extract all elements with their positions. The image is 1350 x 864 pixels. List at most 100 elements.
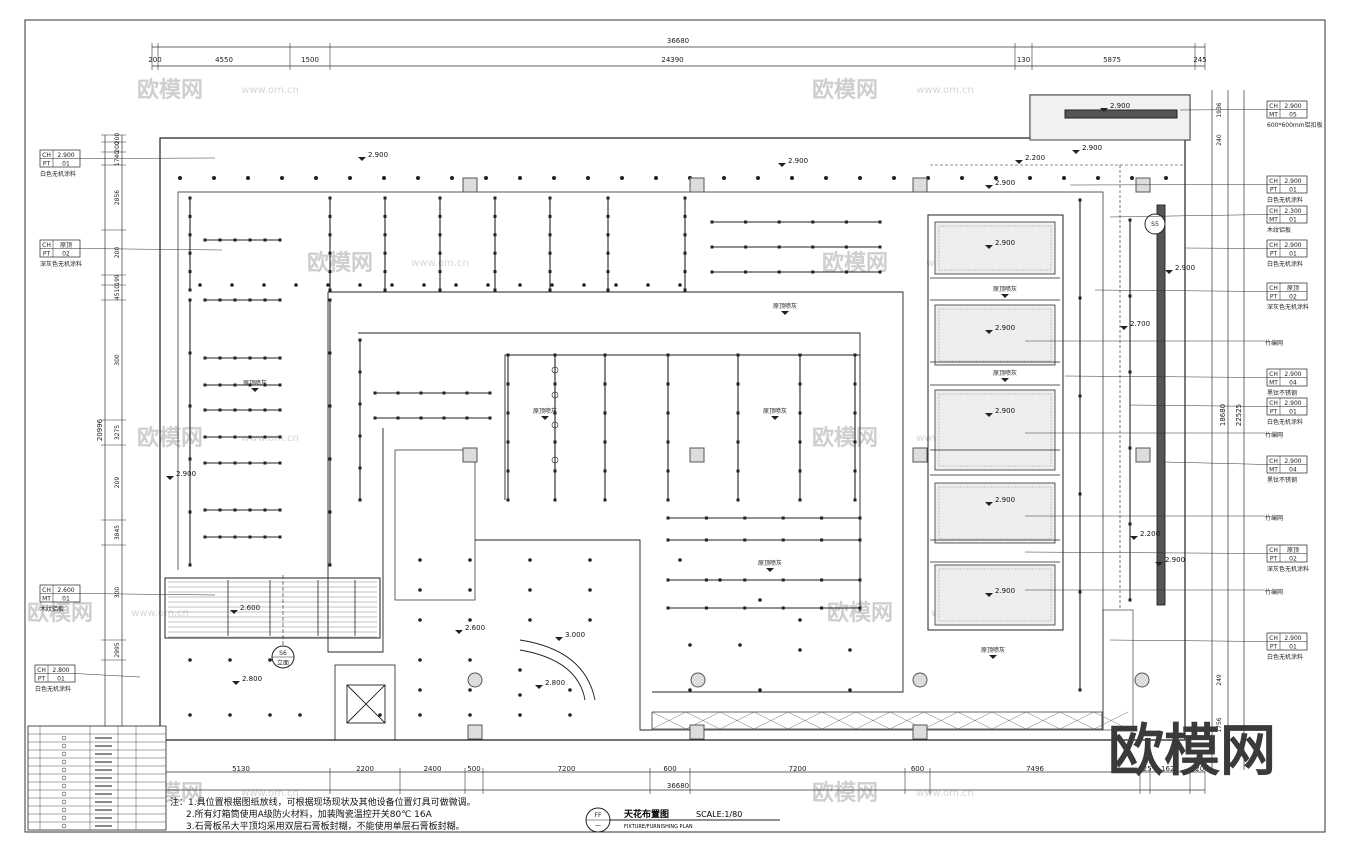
legend-symbol <box>61 743 67 749</box>
dimension-value: 199 <box>114 274 121 286</box>
tag-value: 2.800 <box>52 667 69 674</box>
rail-spot <box>188 563 192 567</box>
air-vent <box>689 724 705 740</box>
area-level-marker <box>781 311 789 315</box>
downlight <box>294 283 298 287</box>
tag-code: CH <box>1269 458 1278 465</box>
tag-leader <box>1164 461 1268 465</box>
downlight <box>892 176 896 180</box>
downlight <box>268 658 272 662</box>
rail-spot <box>383 251 387 255</box>
rail-spot <box>328 251 332 255</box>
downlight <box>468 558 472 562</box>
downlight <box>468 588 472 592</box>
rail-spot <box>493 270 497 274</box>
section-subtitle: 立面 <box>277 659 289 667</box>
tag-leader <box>74 673 141 678</box>
hatch-line <box>1025 711 1061 730</box>
rail-spot <box>218 408 222 412</box>
rail-spot <box>1128 218 1132 222</box>
rail-spot <box>358 466 362 470</box>
legend-symbol <box>61 783 67 789</box>
tag-value: 2.900 <box>1284 400 1301 407</box>
hatch-line <box>991 711 1027 730</box>
rail-spot <box>203 461 207 465</box>
tag-value: 原顶 <box>1287 285 1299 292</box>
downlight <box>550 283 554 287</box>
round-diffuser <box>912 672 928 688</box>
rail-spot <box>373 391 377 395</box>
downlight <box>468 688 472 692</box>
level-triangle <box>1015 160 1023 164</box>
downlight <box>654 176 658 180</box>
rail-spot <box>203 298 207 302</box>
downlight <box>1028 176 1032 180</box>
section-mark-s5: S5 <box>1144 213 1166 235</box>
downlight <box>198 283 202 287</box>
rail-spot <box>203 435 207 439</box>
mesh-pattern <box>938 486 1052 540</box>
rail-spot <box>188 298 192 302</box>
level-triangle <box>1155 562 1163 566</box>
tag-value: 02 <box>1289 556 1297 563</box>
downlight <box>418 713 422 717</box>
level-value: 3.000 <box>565 631 585 639</box>
level-value: 2.900 <box>995 179 1015 187</box>
downlight <box>422 283 426 287</box>
downlight <box>486 283 490 287</box>
rail-spot <box>603 440 607 444</box>
rail-spot <box>278 508 282 512</box>
rail-spot <box>218 535 222 539</box>
tag-value: 02 <box>62 251 70 258</box>
tag-value: 05 <box>1289 112 1297 119</box>
dimension-value: 600 <box>911 765 924 773</box>
level-triangle <box>985 413 993 417</box>
downlight <box>718 578 722 582</box>
downlight <box>798 648 802 652</box>
tag-leader <box>1179 109 1268 111</box>
rail-spot <box>666 578 670 582</box>
lighting-legend-table <box>27 725 167 831</box>
downlight <box>586 176 590 180</box>
rail-spot <box>263 508 267 512</box>
downlights <box>178 176 1168 740</box>
downlight <box>418 688 422 692</box>
rail-spot <box>263 356 267 360</box>
tag-code: MT <box>42 596 51 603</box>
rail-spot <box>328 214 332 218</box>
rail-spot <box>710 245 714 249</box>
tag-code: CH <box>1269 178 1278 185</box>
rail-spot <box>233 298 237 302</box>
rail-spot <box>506 353 510 357</box>
rail-spot <box>278 461 282 465</box>
rail-spot <box>278 535 282 539</box>
rail-spot <box>188 288 192 292</box>
rail-spot <box>188 404 192 408</box>
dimension-value: 200 <box>114 133 121 145</box>
rail-spot <box>666 516 670 520</box>
air-vent <box>467 724 483 740</box>
rail-spot <box>553 469 557 473</box>
mesh-zone-frame <box>927 214 1064 631</box>
watermark-url: www.om.cn <box>916 85 974 96</box>
section-number: S5 <box>1151 221 1159 228</box>
rail-spot <box>820 606 824 610</box>
rail-spot <box>781 578 785 582</box>
rail-spot <box>603 498 607 502</box>
rail-spot <box>383 270 387 274</box>
level-triangle <box>1165 270 1173 274</box>
rail-spot <box>396 391 400 395</box>
rail-spot <box>811 270 815 274</box>
rail-spot <box>820 538 824 542</box>
rail-spot <box>606 270 610 274</box>
rail-spot <box>263 238 267 242</box>
downlight <box>416 176 420 180</box>
rail-spot <box>1128 522 1132 526</box>
rail-spot <box>358 498 362 502</box>
dimension-value: 5875 <box>1103 56 1121 64</box>
downlight <box>518 668 522 672</box>
downlight <box>280 176 284 180</box>
downlight <box>614 283 618 287</box>
